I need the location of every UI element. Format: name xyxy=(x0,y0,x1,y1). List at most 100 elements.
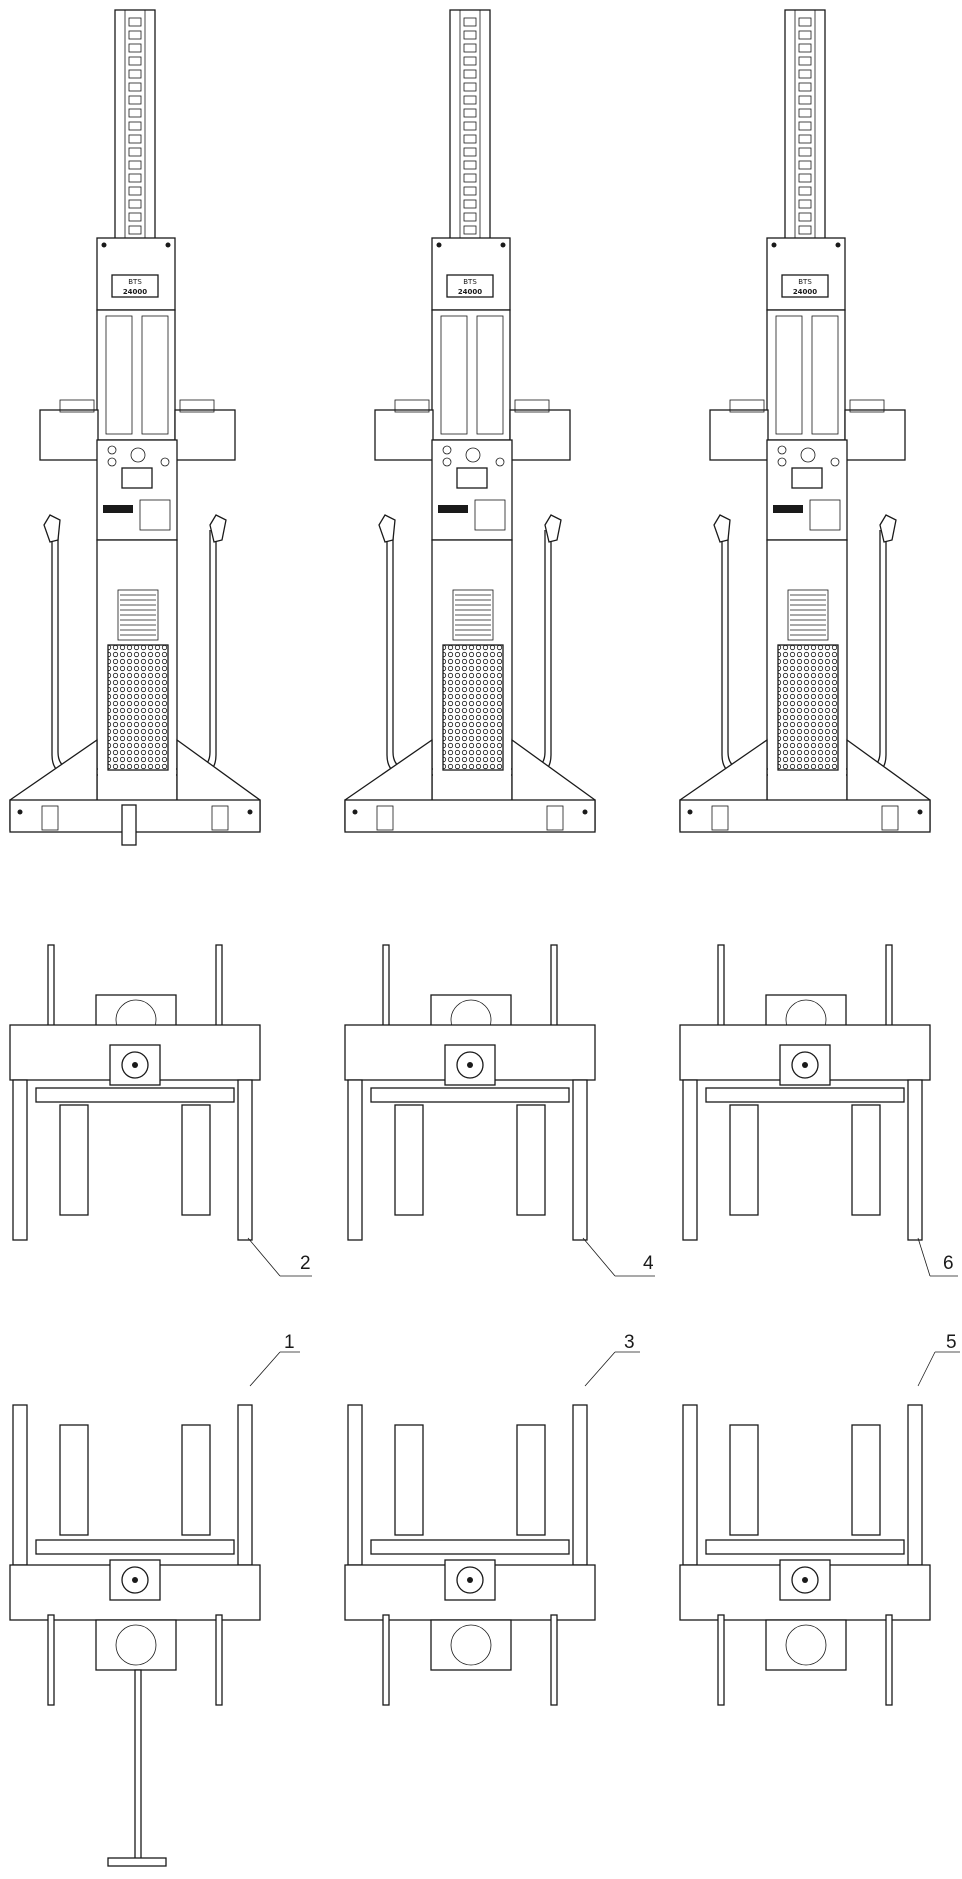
head-block xyxy=(431,237,511,311)
indicator xyxy=(777,457,787,467)
rail-slot xyxy=(128,30,142,40)
motor-bottom xyxy=(765,1619,847,1671)
rail-slot xyxy=(463,30,477,40)
leg-right xyxy=(572,1079,588,1241)
rail-slot xyxy=(128,56,142,66)
leg-left xyxy=(347,1404,363,1566)
label-plate xyxy=(773,505,803,513)
indicator xyxy=(107,457,117,467)
rear-rail xyxy=(705,1539,905,1555)
right-lamp xyxy=(879,514,897,543)
callout-label-4: 4 xyxy=(643,1253,654,1274)
indicator xyxy=(495,457,505,467)
control-panel xyxy=(766,439,848,541)
perforated-guard xyxy=(442,644,504,771)
logo-mark xyxy=(130,447,146,463)
fork-left xyxy=(729,1104,759,1216)
center-bolt xyxy=(467,1062,473,1068)
rail-slot xyxy=(463,225,477,235)
left-tray-handle xyxy=(59,399,95,413)
right-arm-inner xyxy=(511,530,546,770)
bolt xyxy=(165,242,171,248)
rail-slot xyxy=(128,134,142,144)
perforated-guard xyxy=(777,644,839,771)
callout-label-1: 1 xyxy=(284,1332,295,1353)
right-tray-handle xyxy=(179,399,215,413)
switch-block xyxy=(809,499,841,531)
center-bolt xyxy=(132,1062,138,1068)
rail-slot xyxy=(798,30,812,40)
label-plate xyxy=(103,505,133,513)
callout-1: 1 xyxy=(249,1332,300,1387)
rail-slot xyxy=(798,199,812,209)
fork-left xyxy=(59,1104,89,1216)
rail-slot xyxy=(128,186,142,196)
fork-left xyxy=(394,1424,424,1536)
caster xyxy=(546,805,564,831)
fork-right xyxy=(851,1104,881,1216)
rail-slot xyxy=(463,147,477,157)
post-right xyxy=(885,944,893,1036)
rail-slot xyxy=(798,43,812,53)
rail-slot xyxy=(463,212,477,222)
bolt xyxy=(687,809,693,815)
indicator xyxy=(777,445,787,455)
rail-slot xyxy=(463,134,477,144)
right-lamp xyxy=(209,514,227,543)
tow-handle xyxy=(107,1857,167,1867)
post-left xyxy=(382,944,390,1036)
right-tray-handle xyxy=(514,399,550,413)
rail-slot xyxy=(798,108,812,118)
display-screen xyxy=(791,467,823,489)
rail-slot xyxy=(128,225,142,235)
leg-right xyxy=(237,1404,253,1566)
rail-slot xyxy=(798,69,812,79)
bottom-view-column-3 xyxy=(679,1404,931,1706)
rail-slot xyxy=(128,212,142,222)
rail-slot xyxy=(128,147,142,157)
leg-left xyxy=(12,1404,28,1566)
right-tray xyxy=(509,409,571,461)
body-channel xyxy=(476,315,504,435)
rear-rail xyxy=(35,1539,235,1555)
label-plate xyxy=(438,505,468,513)
head-block xyxy=(96,237,176,311)
rail-slot xyxy=(463,43,477,53)
fork-right xyxy=(181,1424,211,1536)
model-badge xyxy=(111,274,159,298)
fork-right xyxy=(851,1424,881,1536)
post-left xyxy=(382,1614,390,1706)
callout-label-5: 5 xyxy=(946,1332,957,1353)
rail-slot xyxy=(798,186,812,196)
badge-brand: BTS xyxy=(798,278,812,286)
main-body xyxy=(766,309,846,441)
bolt xyxy=(917,809,923,815)
bolt xyxy=(771,242,777,248)
rail-slot xyxy=(798,95,812,105)
rear-rail xyxy=(370,1087,570,1103)
top-view-column-3 xyxy=(679,944,931,1241)
switch-block xyxy=(139,499,171,531)
center-bolt xyxy=(467,1577,473,1583)
callout-4: 4 xyxy=(582,1237,655,1277)
bolt xyxy=(436,242,442,248)
logo-mark xyxy=(800,447,816,463)
post-left xyxy=(717,944,725,1036)
rail-slot xyxy=(798,134,812,144)
rail-slot xyxy=(128,121,142,131)
leg-right xyxy=(237,1079,253,1241)
center-bolt xyxy=(802,1577,808,1583)
caster xyxy=(211,805,229,831)
top-view-column-2 xyxy=(344,944,596,1241)
rail-slot xyxy=(128,69,142,79)
rear-rail xyxy=(705,1087,905,1103)
main-body xyxy=(96,309,176,441)
rail-slot xyxy=(463,69,477,79)
post-right xyxy=(885,1614,893,1706)
base-plate xyxy=(344,799,596,833)
indicator xyxy=(160,457,170,467)
right-arm-inner xyxy=(176,530,211,770)
leg-right xyxy=(907,1079,923,1241)
post-right xyxy=(215,1614,223,1706)
